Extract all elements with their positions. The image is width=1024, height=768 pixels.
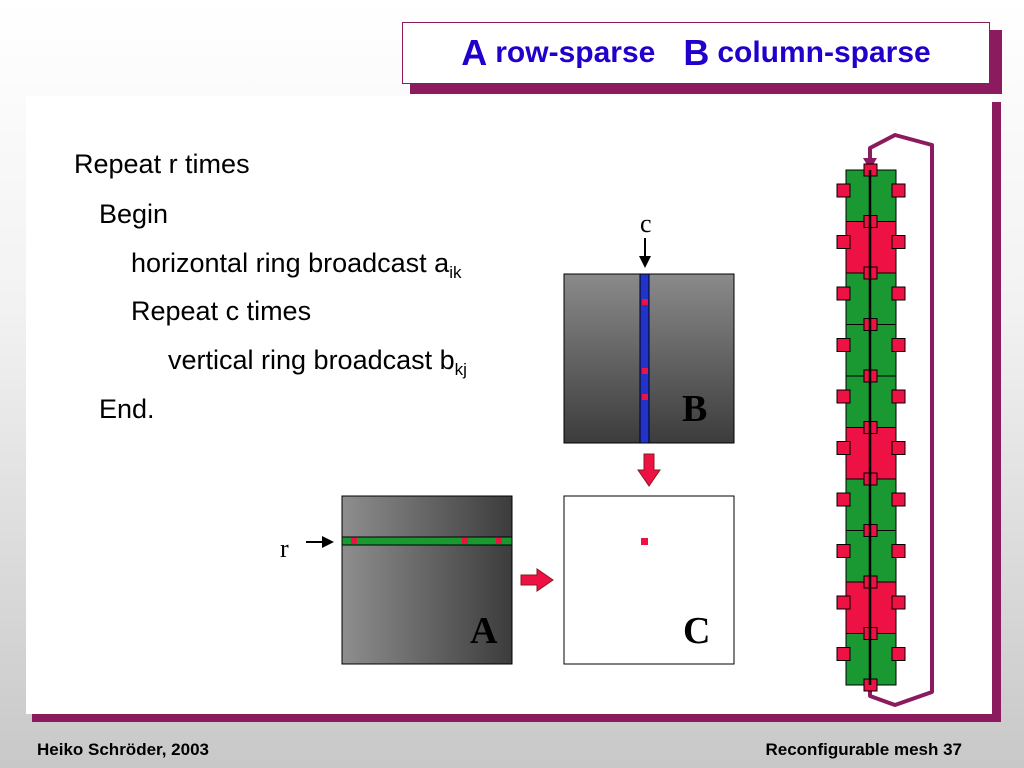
mesh-port-right	[891, 338, 906, 352]
mesh-port-left	[836, 338, 851, 352]
mesh-port-left	[836, 183, 851, 198]
label-matrix-c: C	[683, 610, 710, 652]
label-matrix-b: B	[682, 388, 707, 430]
title-a-text: row-sparse	[495, 36, 656, 69]
mesh-port-right	[891, 441, 906, 455]
mesh-port-right	[891, 647, 906, 661]
mesh-port-right	[891, 389, 906, 404]
matrix-b	[563, 273, 735, 444]
mesh-port-right	[891, 235, 906, 249]
arrow-b-to-c-icon	[637, 453, 661, 487]
algo-line5-text: vertical ring broadcast b	[168, 345, 455, 375]
label-matrix-a: A	[470, 610, 498, 652]
ring-mesh-column	[836, 133, 934, 707]
ring-loop	[868, 133, 934, 707]
mesh-port-right	[891, 286, 906, 301]
matrix-b-element	[642, 394, 648, 400]
algo-line-horizontal-broadcast: horizontal ring broadcast aik	[131, 248, 461, 282]
footer-page: Reconfigurable mesh 37	[765, 740, 962, 759]
panel-shadow-right	[992, 102, 1001, 722]
mesh-port-left	[836, 286, 851, 301]
arrow-down-c-icon	[639, 238, 651, 268]
matrix-a-element	[351, 538, 357, 544]
mesh-port-left	[836, 492, 851, 507]
arrow-right-r-icon	[306, 536, 334, 548]
mesh-port-right	[891, 544, 906, 558]
matrix-b-element	[642, 299, 648, 305]
mesh-port-left	[836, 595, 851, 610]
matrix-b-column	[639, 273, 650, 444]
algo-line3-text: horizontal ring broadcast a	[131, 248, 450, 278]
title-b-letter: B	[683, 32, 710, 73]
matrix-c	[563, 495, 735, 665]
mesh-port-left	[836, 389, 851, 404]
mesh-port-left	[836, 441, 851, 455]
panel-accent-left	[32, 714, 56, 722]
matrix-a-element	[462, 538, 468, 544]
label-r: r	[280, 534, 289, 563]
algo-line-vertical-broadcast: vertical ring broadcast bkj	[168, 345, 467, 379]
title-a-letter: A	[461, 32, 488, 73]
algo-line3-sub: ik	[449, 263, 462, 282]
mesh-port-right	[891, 183, 906, 198]
panel-shadow-bottom	[32, 714, 1001, 722]
mesh-port-left	[836, 544, 851, 558]
mesh-port-left	[836, 647, 851, 661]
matrix-a-row	[341, 536, 513, 546]
slide-title: A row-sparse B column-sparse	[402, 22, 990, 84]
algo-line5-sub: kj	[454, 360, 467, 379]
arrow-a-to-c-icon	[520, 568, 554, 592]
algo-line-end: End.	[99, 394, 155, 424]
matrix-a-element	[496, 538, 502, 544]
algo-line-begin: Begin	[99, 199, 169, 229]
label-c: c	[640, 209, 652, 238]
mesh-port-right	[891, 595, 906, 610]
algo-line-repeat-r: Repeat r times	[74, 149, 250, 179]
mesh-port-right	[891, 492, 906, 507]
title-b-text: column-sparse	[717, 36, 931, 69]
matrix-b-element	[642, 368, 648, 374]
matrix-c-element	[641, 538, 648, 545]
algo-line-repeat-c: Repeat c times	[131, 296, 312, 326]
mesh-port-left	[836, 235, 851, 249]
footer-author: Heiko Schröder, 2003	[37, 740, 209, 759]
matrix-a	[341, 495, 513, 665]
